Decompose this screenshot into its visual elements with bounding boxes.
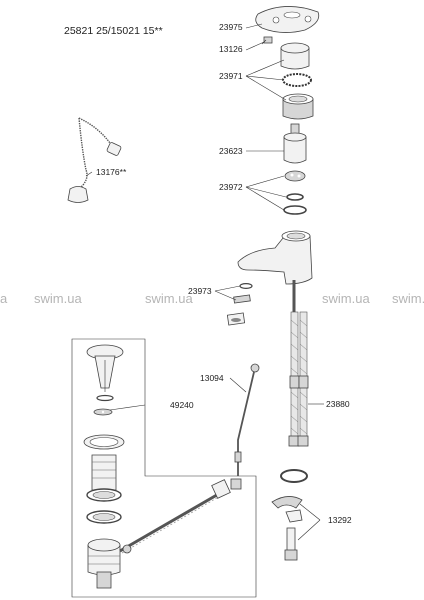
callout-13126: 13126 [219,44,243,54]
callout-23975: 23975 [219,22,243,32]
watermark-0: a [0,291,8,306]
diagram-title: 25821 25/15021 15** [64,25,163,37]
part-chain-plug [67,117,122,203]
part-pivot-rod [119,478,242,554]
part-mounting-set [271,496,303,561]
watermark-1: swim.ua [34,291,82,306]
part-handle-cap [255,6,320,33]
callout-23880: 23880 [326,399,350,409]
callout-49240: 49240 [170,400,194,410]
part-fixing-ring [280,469,308,483]
waste-assembly-frame [71,338,257,598]
callout-23973: 23973 [188,286,212,296]
part-gear-ring [282,73,312,87]
leader-lines [85,23,324,541]
callout-13094: 13094 [200,373,224,383]
part-cartridge [283,123,307,182]
watermark-4: swim.ua [392,291,424,306]
watermark-3: swim.ua [322,291,370,306]
part-o-rings [283,193,307,215]
callout-23623: 23623 [219,146,243,156]
callout-13176: 13176** [96,167,127,177]
part-aerator [226,283,253,326]
part-flex-hoses [288,280,309,447]
callout-23972: 23972 [219,182,243,192]
part-screw-13126 [261,36,273,45]
part-nut [282,93,314,120]
part-sleeve [280,42,310,70]
part-popup-plug [86,344,124,416]
part-mixer-body [237,230,313,285]
callout-23971: 23971 [219,71,243,81]
watermark-2: swim.ua [145,291,193,306]
part-lift-rod [234,363,260,476]
part-waste-body [83,434,125,589]
callout-13292: 13292 [328,515,352,525]
